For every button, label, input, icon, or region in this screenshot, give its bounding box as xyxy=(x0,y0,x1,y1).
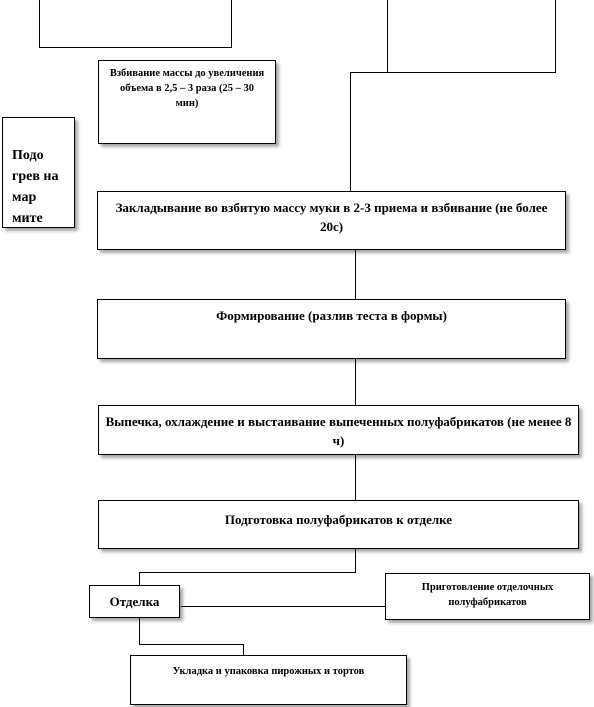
heating-label: Подо грев на мар мите xyxy=(12,148,59,226)
add-flour-label: Закладывание во взбитую массу муки в 2-3… xyxy=(115,200,548,234)
prep-label: Подготовка полуфабрикатов к отделке xyxy=(224,512,453,527)
connector-line xyxy=(350,72,351,192)
packing-box: Укладка и упаковка пирожных и тортов xyxy=(130,655,407,705)
connector-line xyxy=(139,572,356,573)
forming-label: Формирование (разлив теста в формы) xyxy=(216,308,447,323)
connector-line xyxy=(39,0,40,48)
whip-mass-box: Взбивание массы до увеличения объема в 2… xyxy=(98,60,276,144)
connector-line xyxy=(387,0,388,73)
heating-box: Подо грев на мар мите xyxy=(2,117,75,228)
whip-mass-label: Взбивание массы до увеличения объема в 2… xyxy=(109,68,265,109)
add-flour-box: Закладывание во взбитую массу муки в 2-3… xyxy=(97,191,566,250)
connector-line xyxy=(139,618,140,645)
finishing-label: Отделка xyxy=(109,594,160,609)
connector-line xyxy=(555,0,556,73)
connector-line xyxy=(139,644,244,645)
connector-line xyxy=(39,47,232,48)
connector-line xyxy=(355,455,356,501)
connector-line xyxy=(231,0,232,48)
prep-box: Подготовка полуфабрикатов к отделке xyxy=(98,500,579,549)
finishing-semis-label: Приготовление отделочных полуфабрикатов xyxy=(421,582,554,608)
baking-box: Выпечка, охлаждение и выстаивание выпече… xyxy=(98,405,579,455)
finishing-box: Отделка xyxy=(89,585,180,618)
connector-line xyxy=(139,572,140,586)
connector-line xyxy=(355,359,356,406)
connector-line xyxy=(243,644,244,656)
baking-label: Выпечка, охлаждение и выстаивание выпече… xyxy=(105,414,572,448)
packing-label: Укладка и упаковка пирожных и тортов xyxy=(172,666,365,677)
connector-line xyxy=(350,72,556,73)
finishing-semis-box: Приготовление отделочных полуфабрикатов xyxy=(385,573,590,620)
connector-line xyxy=(181,606,385,607)
forming-box: Формирование (разлив теста в формы) xyxy=(97,299,566,359)
connector-line xyxy=(355,549,356,573)
connector-line xyxy=(355,250,356,300)
